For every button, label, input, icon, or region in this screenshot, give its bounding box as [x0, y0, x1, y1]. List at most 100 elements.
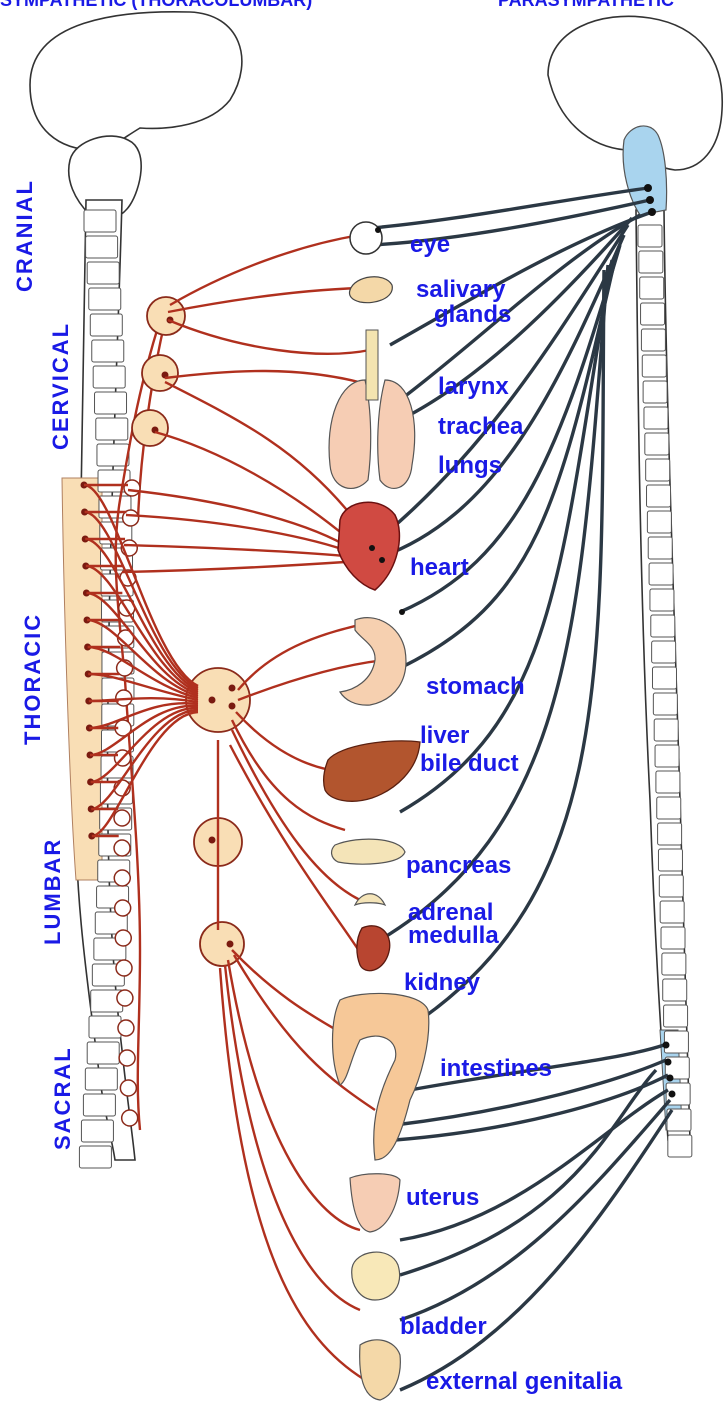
chain-ganglion [120, 1080, 136, 1096]
vertebral-segment [639, 251, 663, 273]
vertebral-segment [643, 381, 667, 403]
chain-ganglion [114, 810, 130, 826]
intestines-organ [333, 993, 429, 1160]
vertebral-segment [668, 1135, 692, 1157]
vertebral-segment [647, 485, 671, 507]
vertebral-segment [93, 366, 125, 388]
salivary-glands-organ [349, 277, 392, 303]
adrenal-label-line2: medulla [408, 922, 499, 949]
vertebral-segment [84, 210, 116, 232]
bladder-organ [352, 1252, 400, 1300]
vertebral-segment [662, 953, 686, 975]
genitalia-label: external genitalia [426, 1368, 623, 1395]
chain-ganglion [124, 480, 140, 496]
larynx-label: larynx [438, 373, 509, 400]
vertebral-segment [655, 745, 679, 767]
vertebral-segment [92, 340, 124, 362]
adrenal-organ [355, 894, 385, 905]
vertebral-segment [653, 693, 677, 715]
region-cranial-label: CRANIAL [12, 179, 37, 292]
chain-ganglion [116, 960, 132, 976]
vertebral-segment [649, 563, 673, 585]
heart-label: heart [410, 554, 469, 581]
region-sacral-label: SACRAL [50, 1046, 75, 1150]
vertebral-segment [640, 277, 664, 299]
vertebral-segment [96, 418, 128, 440]
chain-ganglion [114, 870, 130, 886]
vertebral-segment [656, 771, 680, 793]
eye-label: eye [410, 231, 450, 258]
bladder-label: bladder [400, 1313, 487, 1340]
chain-ganglion [115, 900, 131, 916]
stomach-organ [340, 609, 406, 705]
vertebral-segment [652, 667, 676, 689]
pancreas-organ [332, 839, 405, 864]
header-left-label: SYMPATHETIC (THORACOLUMBAR) [0, 0, 312, 10]
vertebral-segment [97, 444, 129, 466]
vertebral-segment [645, 433, 669, 455]
vertebral-segment [659, 875, 683, 897]
stomach-label: stomach [426, 673, 525, 700]
vertebral-segment [651, 615, 675, 637]
vertebral-segment [641, 303, 665, 325]
chain-ganglion [114, 840, 130, 856]
vertebral-segment [87, 1042, 119, 1064]
vertebral-segment [650, 589, 674, 611]
uterus-organ [350, 1174, 400, 1232]
vertebral-segment [87, 262, 119, 284]
intestines-label: intestines [440, 1055, 552, 1082]
genitalia-organ [360, 1340, 401, 1400]
vertebral-segment [638, 225, 662, 247]
salivary-label-line2: glands [434, 301, 511, 328]
region-cervical-label: CERVICAL [48, 322, 73, 450]
vertebral-segment [663, 979, 687, 1001]
trachea-label: trachea [438, 413, 524, 440]
liver-label: liver [420, 722, 469, 749]
chain-ganglion [119, 1050, 135, 1066]
kidney-organ [357, 926, 390, 971]
vertebral-segment [81, 1120, 113, 1142]
chain-ganglion [117, 990, 133, 1006]
vertebral-segment [660, 901, 684, 923]
chain-ganglion [115, 930, 131, 946]
vertebral-segment [95, 392, 127, 414]
vertebral-segment [652, 641, 676, 663]
vertebral-segment [658, 823, 682, 845]
vertebral-segment [648, 537, 672, 559]
vertebral-segment [658, 849, 682, 871]
vertebral-segment [654, 719, 678, 741]
salivary-label-line1: salivary [416, 276, 506, 303]
chain-ganglion [122, 1110, 138, 1126]
vertebral-segment [642, 355, 666, 377]
eye-organ [350, 222, 382, 254]
left-brain [30, 12, 242, 220]
vertebral-segment [644, 407, 668, 429]
heart-organ [338, 502, 399, 590]
vertebral-segment [646, 459, 670, 481]
kidney-label: kidney [404, 969, 481, 996]
vertebral-segment [89, 1016, 121, 1038]
vertebral-segment [647, 511, 671, 533]
chain-ganglion [118, 1020, 134, 1036]
region-thoracic-label: THORACIC [20, 613, 45, 745]
vertebral-segment [641, 329, 665, 351]
vertebral-segment [85, 1068, 117, 1090]
cervical-ganglia [132, 297, 185, 446]
uterus-label: uterus [406, 1184, 479, 1211]
vertebral-segment [79, 1146, 111, 1168]
vertebral-segment [89, 288, 121, 310]
header-right-label: PARASYMPATHETIC [498, 0, 674, 10]
vertebral-segment [661, 927, 685, 949]
pancreas-label: pancreas [406, 852, 511, 879]
liver-organ [324, 741, 420, 801]
bile-duct-label: bile duct [420, 750, 519, 777]
vertebral-segment [664, 1005, 688, 1027]
region-lumbar-label: LUMBAR [40, 838, 65, 945]
vertebral-segment [664, 1031, 688, 1053]
vertebral-segment [657, 797, 681, 819]
vertebral-segment [86, 236, 118, 258]
lungs-label: lungs [438, 452, 502, 479]
vertebral-segment [90, 314, 122, 336]
vertebral-segment [83, 1094, 115, 1116]
